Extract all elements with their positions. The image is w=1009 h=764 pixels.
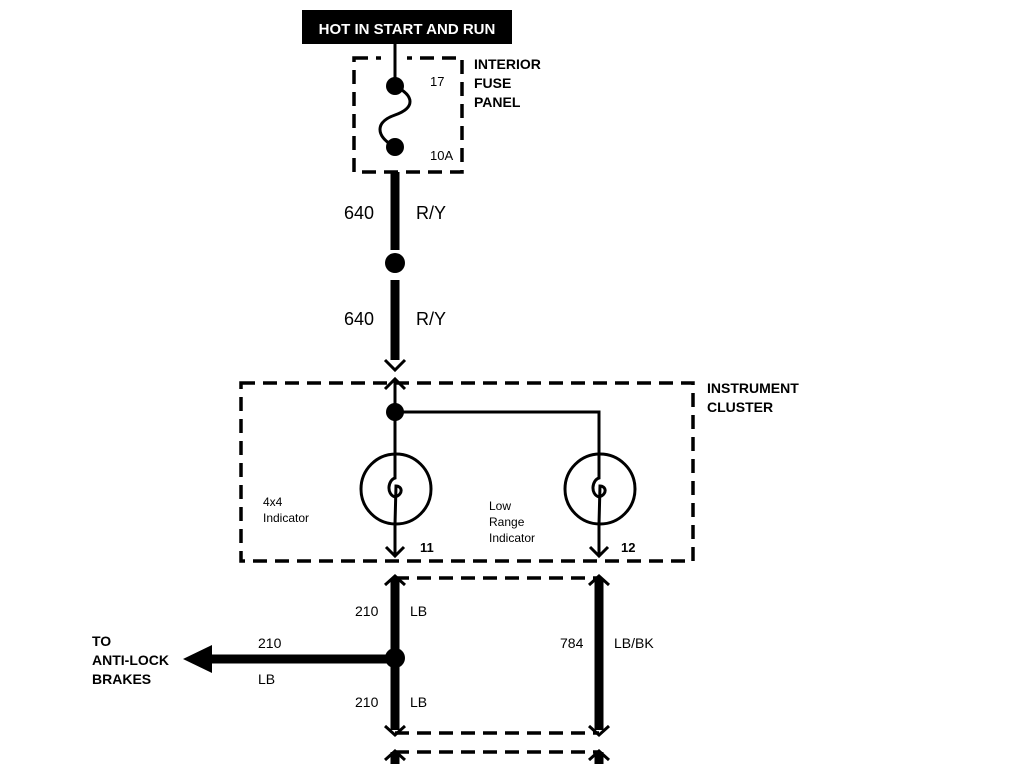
- header-background: [302, 10, 512, 44]
- connector-784-male: [587, 573, 611, 587]
- fuse-panel-label-line3: PANEL: [474, 94, 521, 110]
- low-range-label-line3: Indicator: [489, 531, 535, 545]
- low-range-pin-number: 12: [621, 540, 635, 555]
- wire-640-upper-circuit: 640: [344, 203, 374, 223]
- instrument-cluster: INSTRUMENT CLUSTER 4x4 Indicator 11 Low …: [239, 380, 799, 563]
- wire-640-upper: 640 R/Y: [344, 172, 446, 250]
- wire-784: 784 LB/BK: [560, 578, 654, 730]
- fuse-panel-label-line2: FUSE: [474, 75, 511, 91]
- low-range-pin-connector: [588, 545, 610, 559]
- 4x4-bulb-filament: [387, 455, 403, 525]
- connector-210-male: [383, 573, 407, 587]
- 4x4-indicator-bulb: 4x4 Indicator 11: [263, 452, 434, 559]
- wire-210-top-circuit: 210: [355, 603, 379, 619]
- wire-210-bottom-circuit: 210: [355, 694, 379, 710]
- connector-640-male: [383, 376, 407, 391]
- splice-640: [385, 253, 405, 273]
- anti-lock-brakes-branch: 210 LB TO ANTI-LOCK BRAKES: [92, 633, 395, 687]
- 4x4-pin-connector: [384, 545, 406, 559]
- lower-connector-784-male: [587, 748, 611, 762]
- wire-784-circuit: 784: [560, 635, 584, 651]
- cluster-output-connector: [383, 573, 611, 587]
- fuse-rating: 10A: [430, 148, 453, 163]
- low-range-indicator-bulb: Low Range Indicator 12: [489, 452, 637, 559]
- lower-connector-210-male: [383, 748, 407, 762]
- branch-circuit: 210: [258, 635, 282, 651]
- lower-connector-784-female: [587, 724, 611, 738]
- 4x4-indicator-label-line1: 4x4: [263, 495, 283, 509]
- fuse-panel-boundary: [352, 56, 464, 174]
- low-range-bulb-filament: [591, 455, 607, 525]
- wire-210-bottom-color: LB: [410, 694, 427, 710]
- wire-784-color: LB/BK: [614, 635, 654, 651]
- wire-640-lower-color: R/Y: [416, 309, 446, 329]
- wire-210-top-color: LB: [410, 603, 427, 619]
- wire-210: 210 LB 210 LB: [355, 578, 427, 730]
- branch-destination-line3: BRAKES: [92, 671, 151, 687]
- connector-640-female: [383, 358, 407, 373]
- low-range-label-line1: Low: [489, 499, 511, 513]
- power-source-header: HOT IN START AND RUN: [302, 10, 512, 44]
- fuse-number: 17: [430, 74, 444, 89]
- wire-640-lower-circuit: 640: [344, 309, 374, 329]
- instrument-cluster-label-line1: INSTRUMENT: [707, 380, 799, 396]
- instrument-cluster-label-line2: CLUSTER: [707, 399, 773, 415]
- wire-640-upper-color: R/Y: [416, 203, 446, 223]
- fuse-terminal-bottom: [386, 138, 404, 156]
- low-range-label-line2: Range: [489, 515, 525, 529]
- 4x4-pin-number: 11: [420, 540, 434, 555]
- cluster-feed-to-low-range: [395, 410, 601, 455]
- lower-connector-210-female: [383, 724, 407, 738]
- wire-640-lower: 640 R/Y: [344, 280, 446, 391]
- instrument-cluster-boundary: [239, 381, 695, 563]
- branch-destination-line1: TO: [92, 633, 111, 649]
- header-title: HOT IN START AND RUN: [319, 21, 496, 38]
- fuse-panel-label-line1: INTERIOR: [474, 56, 541, 72]
- branch-destination-line2: ANTI-LOCK: [92, 652, 169, 668]
- branch-arrow-icon: [183, 645, 212, 673]
- fuse-element: [378, 84, 412, 149]
- branch-color: LB: [258, 671, 275, 687]
- 4x4-indicator-label-line2: Indicator: [263, 511, 309, 525]
- interior-fuse-panel: 17 10A INTERIOR FUSE PANEL: [352, 44, 541, 174]
- lower-connector: [383, 724, 611, 764]
